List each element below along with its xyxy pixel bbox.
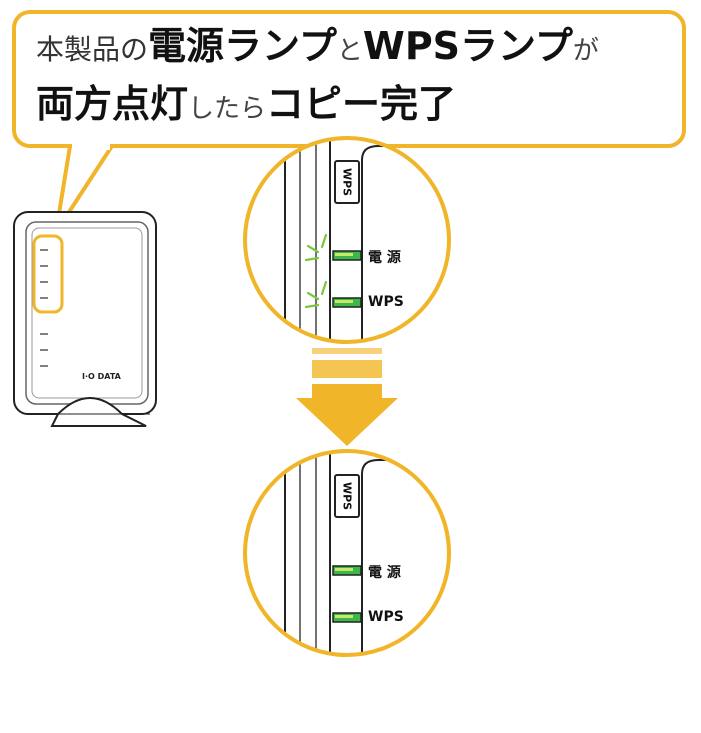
callout-text-copy-done: コピー完了 xyxy=(266,82,457,126)
callout-text-power-lamp: 電源ランプ xyxy=(148,24,337,68)
callout-text-both-lit: 両方点灯 xyxy=(36,82,189,126)
led-highlight-frame xyxy=(32,234,64,314)
callout-text-1e: が xyxy=(572,36,599,66)
callout-box xyxy=(12,10,686,148)
wps-label-top: WPS xyxy=(368,294,404,310)
callout-line-2: 両方点灯したらコピー完了 xyxy=(36,80,456,133)
zoom-bottom-circle xyxy=(243,449,451,657)
router-brand-logo: I·O DATA xyxy=(82,372,121,381)
wps-button-top: WPS xyxy=(334,160,360,204)
power-label-top: 電 源 xyxy=(368,250,401,266)
wps-button-top-label: WPS xyxy=(340,167,354,197)
wps-button-bottom-label: WPS xyxy=(340,481,354,511)
callout-text-1c: と xyxy=(336,36,363,66)
down-arrow xyxy=(296,348,398,446)
blink-rays-power xyxy=(304,233,328,262)
router-device xyxy=(13,211,157,427)
zoom-top-content xyxy=(245,138,449,342)
wps-button-bottom: WPS xyxy=(334,474,360,518)
zoom-top-circle xyxy=(243,136,451,344)
callout-tail-mask xyxy=(72,140,110,150)
callout-line-1: 本製品の電源ランプとWPSランプが xyxy=(36,22,599,75)
callout-text-2b: したら xyxy=(188,94,267,124)
callout-text-1a: 本製品の xyxy=(36,33,149,66)
blink-rays-wps xyxy=(304,280,328,309)
callout-text-wps-lamp: WPSランプ xyxy=(362,24,573,68)
wps-label-bottom: WPS xyxy=(368,609,404,625)
power-label-bottom: 電 源 xyxy=(368,565,401,581)
